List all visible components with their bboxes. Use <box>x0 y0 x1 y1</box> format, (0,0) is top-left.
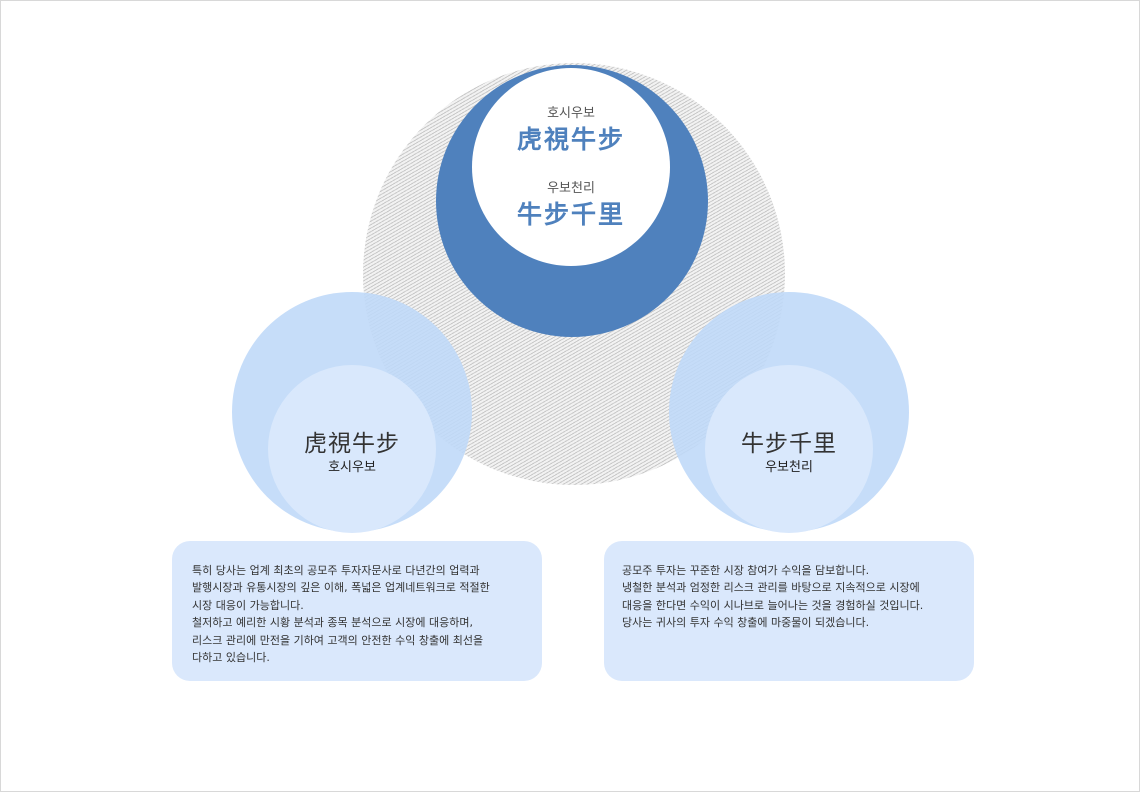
right-circle-hanja: 牛步千里 <box>741 431 837 457</box>
right-description-box: 공모주 투자는 꾸준한 시장 참여가 수익을 담보합니다. 냉철한 분석과 엄정… <box>604 541 974 681</box>
top-line1-hanja: 虎視牛步 <box>516 125 625 154</box>
right-box-line: 당사는 귀사의 투자 수익 창출에 마중물이 되겠습니다. <box>622 616 870 630</box>
left-circle-korean: 호시우보 <box>328 460 376 475</box>
left-inner-circle <box>268 365 436 533</box>
right-box-line: 대응을 한다면 수익이 시나브로 늘어나는 것을 경험하실 것입니다. <box>622 598 924 612</box>
left-box-line: 시장 대응이 가능합니다. <box>192 598 304 612</box>
white-inner-circle <box>472 68 670 266</box>
top-line1-korean: 호시우보 <box>547 106 595 121</box>
left-description-box: 특히 당사는 업계 최초의 공모주 투자자문사로 다년간의 업력과 발행시장과 … <box>172 541 542 681</box>
left-box-line: 다하고 있습니다. <box>192 651 270 665</box>
left-circle-text: 虎視牛步 호시우보 <box>268 429 436 477</box>
right-box-line: 공모주 투자는 꾸준한 시장 참여가 수익을 담보합니다. <box>622 564 870 577</box>
right-circle-korean: 우보천리 <box>765 460 813 475</box>
top-line2-korean: 우보천리 <box>547 181 595 196</box>
left-box-line: 리스크 관리에 만전을 기하여 고객의 안전한 수익 창출에 최선을 <box>192 633 484 647</box>
right-inner-circle <box>705 365 873 533</box>
right-box-line: 냉철한 분석과 엄정한 리스크 관리를 바탕으로 지속적으로 시장에 <box>622 581 920 595</box>
top-line2-hanja: 牛步千里 <box>516 200 625 229</box>
right-circle-text: 牛步千里 우보천리 <box>705 429 873 477</box>
left-circle-hanja: 虎視牛步 <box>304 431 400 457</box>
left-box-line: 발행시장과 유통시장의 깊은 이해, 폭넓은 업계네트워크로 적절한 <box>192 581 490 595</box>
left-box-line: 특히 당사는 업계 최초의 공모주 투자자문사로 다년간의 업력과 <box>192 564 480 577</box>
left-box-line: 철저하고 예리한 시황 분석과 종목 분석으로 시장에 대응하며, <box>192 616 473 630</box>
top-circle-text: 호시우보 虎視牛步 우보천리 牛步千里 <box>472 68 670 266</box>
